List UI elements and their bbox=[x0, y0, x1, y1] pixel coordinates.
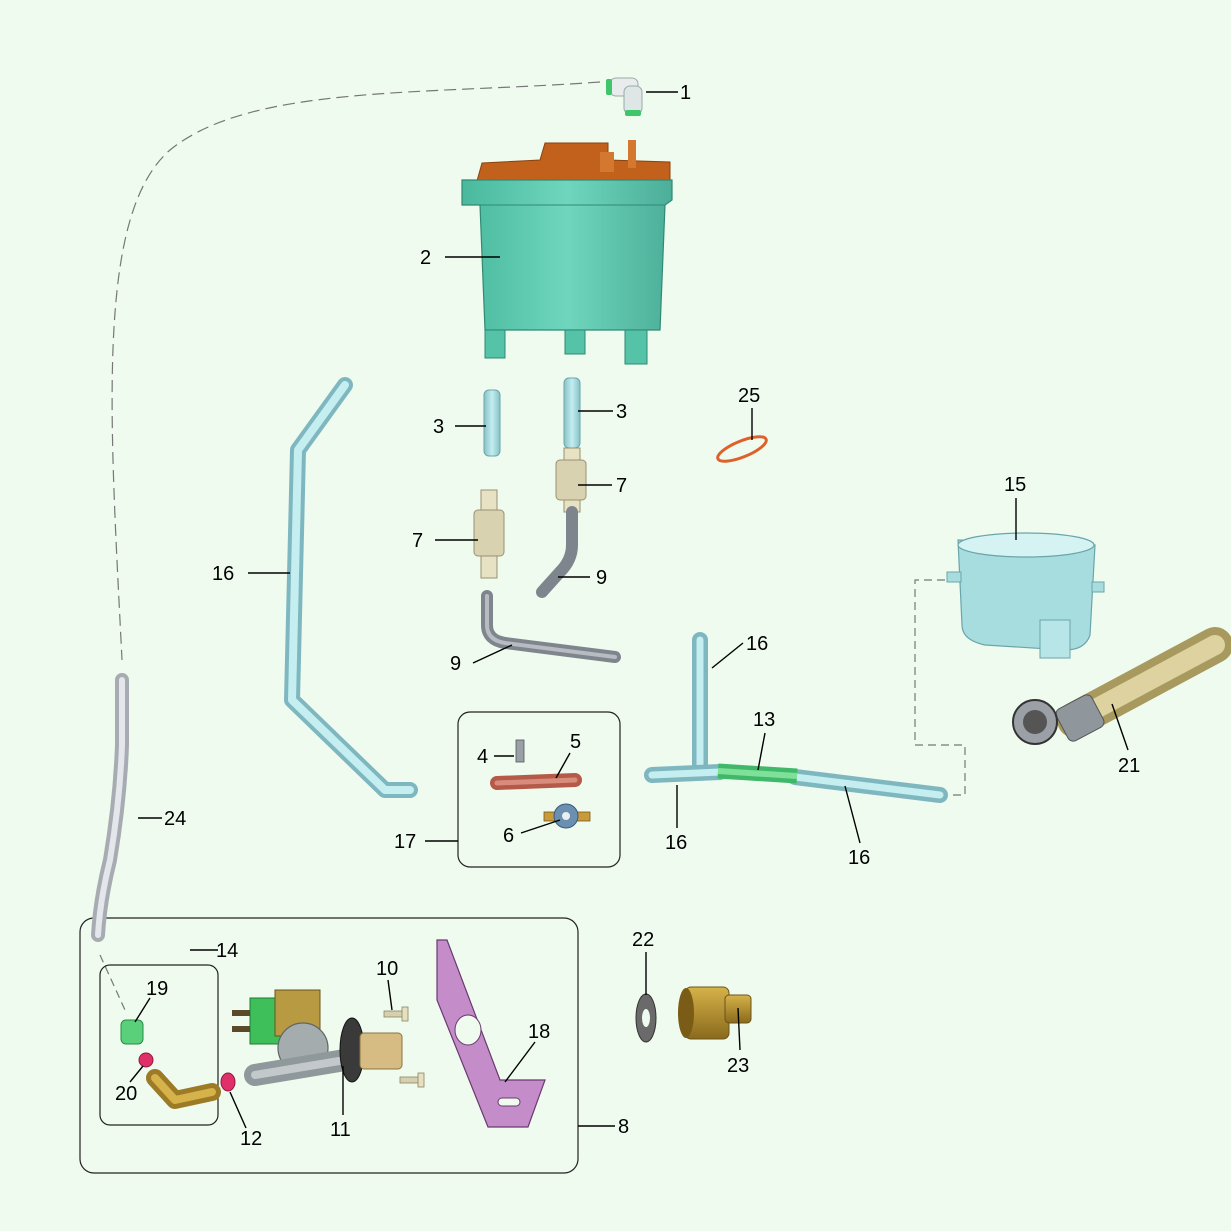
callout-17: 17 bbox=[394, 831, 416, 853]
thermostat-icon bbox=[543, 803, 591, 829]
drip-tray-icon bbox=[946, 532, 1105, 659]
screw-icon bbox=[383, 1006, 409, 1022]
callout-9b: 9 bbox=[450, 653, 461, 675]
callout-11: 11 bbox=[330, 1119, 351, 1141]
callout-22: 22 bbox=[632, 929, 654, 951]
callout-7b: 7 bbox=[616, 475, 627, 497]
dashed-route-line-top bbox=[111, 81, 601, 661]
callout-20: 20 bbox=[115, 1083, 137, 1105]
callout-2: 2 bbox=[420, 247, 431, 269]
leader-line-16b bbox=[711, 642, 744, 669]
leader-line-6 bbox=[520, 819, 561, 834]
callout-23: 23 bbox=[727, 1055, 749, 1077]
leader-line-18 bbox=[504, 1041, 536, 1083]
callout-3b: 3 bbox=[616, 401, 627, 423]
callout-21: 21 bbox=[1118, 755, 1140, 777]
leader-line-19 bbox=[134, 997, 151, 1023]
leader-line-16d bbox=[844, 785, 861, 844]
mounting-plate-icon bbox=[436, 939, 546, 1128]
leader-line-13 bbox=[757, 732, 766, 771]
leader-line-12 bbox=[229, 1091, 247, 1129]
callout-25: 25 bbox=[738, 385, 760, 407]
elbow-fitting-icon bbox=[606, 77, 643, 116]
washer-icon bbox=[220, 1072, 236, 1092]
callout-14: 14 bbox=[216, 940, 238, 962]
pipe-segment-icon bbox=[483, 389, 501, 457]
inlet-hose-icon bbox=[1012, 627, 1231, 745]
o-ring-icon bbox=[716, 435, 768, 463]
callout-16a: 16 bbox=[212, 563, 234, 585]
callout-13: 13 bbox=[753, 709, 775, 731]
callout-3a: 3 bbox=[433, 416, 444, 438]
callout-6: 6 bbox=[503, 825, 514, 847]
callout-18: 18 bbox=[528, 1021, 550, 1043]
pipe-segment-icon bbox=[563, 377, 581, 449]
callout-8: 8 bbox=[618, 1116, 629, 1138]
hose-icon bbox=[644, 632, 948, 803]
leader-line-20 bbox=[129, 1065, 144, 1083]
callout-5: 5 bbox=[570, 731, 581, 753]
callout-10: 10 bbox=[376, 958, 398, 980]
water-tank-icon bbox=[461, 140, 673, 365]
callout-15: 15 bbox=[1004, 474, 1026, 496]
callout-12: 12 bbox=[240, 1128, 262, 1150]
callout-16c: 16 bbox=[665, 832, 687, 854]
solenoid-valve-icon bbox=[232, 989, 403, 1086]
callout-4: 4 bbox=[477, 746, 488, 768]
callout-1: 1 bbox=[680, 82, 691, 104]
group-box-14 bbox=[99, 964, 219, 1126]
leader-line-10 bbox=[387, 979, 393, 1011]
callout-24: 24 bbox=[164, 808, 186, 830]
leader-line-23 bbox=[737, 1007, 741, 1051]
bracket-clip-icon bbox=[515, 739, 525, 763]
elbow-fitting-icon bbox=[146, 1069, 221, 1109]
callout-19: 19 bbox=[146, 978, 168, 1000]
callout-9a: 9 bbox=[596, 567, 607, 589]
callout-7a: 7 bbox=[412, 530, 423, 552]
dashed-route-line-bottom bbox=[99, 954, 126, 1011]
pipe-connector-icon bbox=[473, 489, 505, 579]
callout-16d: 16 bbox=[848, 847, 870, 869]
flat-washer-icon bbox=[635, 993, 657, 1043]
callout-16b: 16 bbox=[746, 633, 768, 655]
screw-icon bbox=[399, 1072, 425, 1088]
gasket-icon bbox=[138, 1052, 154, 1068]
leader-line-5 bbox=[555, 752, 571, 779]
group-box-8 bbox=[79, 917, 579, 1174]
bent-tube-icon bbox=[536, 506, 578, 598]
group-box-17 bbox=[457, 711, 621, 868]
leader-line-9b bbox=[472, 644, 513, 664]
leader-line-21 bbox=[1111, 703, 1129, 751]
hose-nipple-icon bbox=[120, 1019, 144, 1045]
